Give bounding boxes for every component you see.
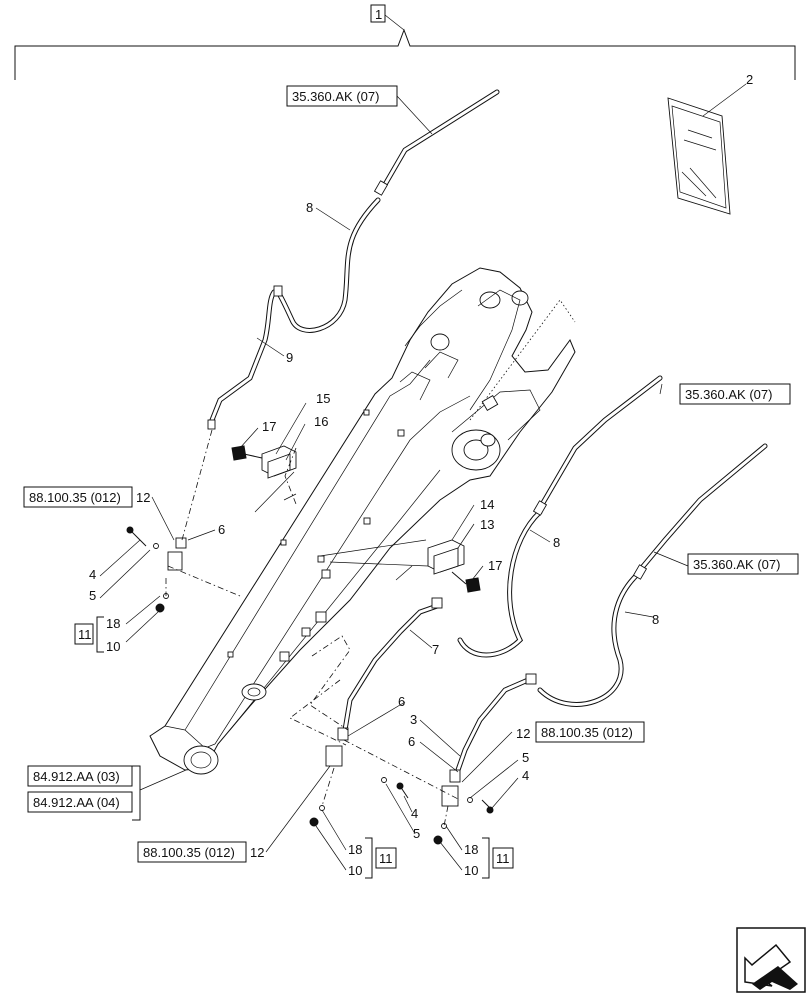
leader-lines: [99, 95, 689, 871]
assembly-ref-label: 1: [375, 7, 382, 22]
boom-arm: [149, 267, 576, 775]
ref-bottom-12: 88.100.35 (012): [143, 845, 235, 860]
callout-4-bottom: 4: [411, 806, 418, 821]
callout-4-right: 4: [522, 768, 529, 783]
callout-8-top: 8: [306, 200, 313, 215]
callout-11-bottom: 11: [379, 851, 393, 866]
ref-right-1: 35.360.AK (07): [685, 387, 772, 402]
callout-6-bottom: 6: [398, 694, 405, 709]
callout-17-mid: 17: [488, 558, 502, 573]
callout-3: 3: [410, 712, 417, 727]
ref-top: 35.360.AK (07): [292, 89, 379, 104]
callout-8-right: 8: [652, 612, 659, 627]
callout-13: 13: [480, 517, 494, 532]
callout-12-left: 12: [136, 490, 150, 505]
callout-11-right: 11: [496, 851, 510, 866]
callout-10-bottom: 10: [348, 863, 362, 878]
callout-18-right: 18: [464, 842, 478, 857]
callout-12-right: 12: [516, 726, 530, 741]
ref-boom-a: 84.912.AA (03): [33, 769, 120, 784]
callout-7: 7: [432, 642, 439, 657]
group-brackets: 11 11 11: [74, 616, 514, 879]
callout-5-left: 5: [89, 588, 96, 603]
ref-left-12: 88.100.35 (012): [29, 490, 121, 505]
callouts: 8 9 15 16 17 12 6 4 5 18 10 14 13 17 8 8…: [89, 200, 659, 878]
callout-2: 2: [746, 72, 753, 87]
callout-16: 16: [314, 414, 328, 429]
callout-6-left: 6: [218, 522, 225, 537]
callout-5-right: 5: [522, 750, 529, 765]
callout-18-bottom: 18: [348, 842, 362, 857]
callout-12-bottom: 12: [250, 845, 264, 860]
callout-10-left: 10: [106, 639, 120, 654]
fittings: [126, 180, 648, 845]
next-page-arrow-icon[interactable]: [736, 927, 806, 993]
manual-kit-part: 2: [667, 72, 753, 215]
callout-10-right: 10: [464, 863, 478, 878]
ref-right-2: 35.360.AK (07): [693, 557, 780, 572]
ref-right-12: 88.100.35 (012): [541, 725, 633, 740]
callout-17-top: 17: [262, 419, 276, 434]
rigid-pipes: [380, 89, 768, 573]
callout-8-mid: 8: [553, 535, 560, 550]
callout-4-left: 4: [89, 567, 96, 582]
reference-boxes: 35.360.AK (07) 35.360.AK (07) 35.360.AK …: [23, 85, 799, 863]
callout-6-right: 6: [408, 734, 415, 749]
callout-11-left: 11: [78, 627, 92, 642]
hoses: [209, 197, 643, 773]
callout-14: 14: [480, 497, 494, 512]
callout-15: 15: [316, 391, 330, 406]
callout-5-bottom: 5: [413, 826, 420, 841]
ref-boom-b: 84.912.AA (04): [33, 795, 120, 810]
assembly-bracket: 1: [14, 4, 796, 80]
callout-18-left: 18: [106, 616, 120, 631]
callout-9: 9: [286, 350, 293, 365]
assembly-lines: [165, 429, 461, 827]
